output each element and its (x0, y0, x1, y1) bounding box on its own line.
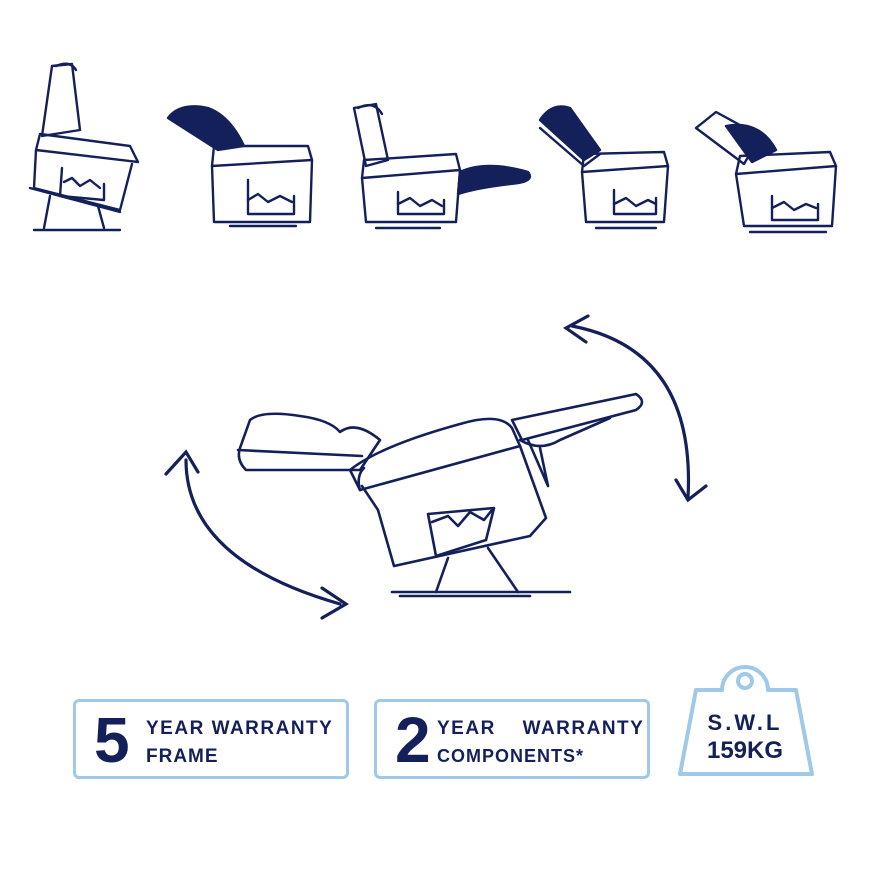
warranty-components-badge: 2 YEAR WARRANTY COMPONENTS* (374, 699, 650, 779)
warranty-frame-years: 5 (94, 704, 130, 776)
chair-position-full-recline-icon (694, 110, 838, 234)
swl-label: S.W.L (707, 710, 783, 735)
warranty-components-line2: COMPONENTS* (437, 746, 585, 766)
swl-weight: 159KG (706, 737, 784, 764)
chair-position-upright-icon (28, 62, 140, 232)
warranty-components-line1: YEAR WARRANTY (437, 718, 645, 739)
rotation-arrow-icon (164, 314, 708, 620)
chair-position-tilt-icon (538, 105, 670, 230)
warranty-frame-badge: 5 YEAR WARRANTY FRAME (73, 699, 349, 779)
warranty-components-years: 2 (395, 704, 431, 776)
weight-icon (678, 665, 814, 776)
chair-position-footrest-icon (352, 102, 532, 230)
main-chair-illustration (236, 392, 644, 598)
chair-position-back-recline-icon (166, 105, 314, 228)
warranty-frame-line2: FRAME (146, 746, 219, 767)
warranty-frame-line1: YEAR WARRANTY (146, 718, 334, 739)
